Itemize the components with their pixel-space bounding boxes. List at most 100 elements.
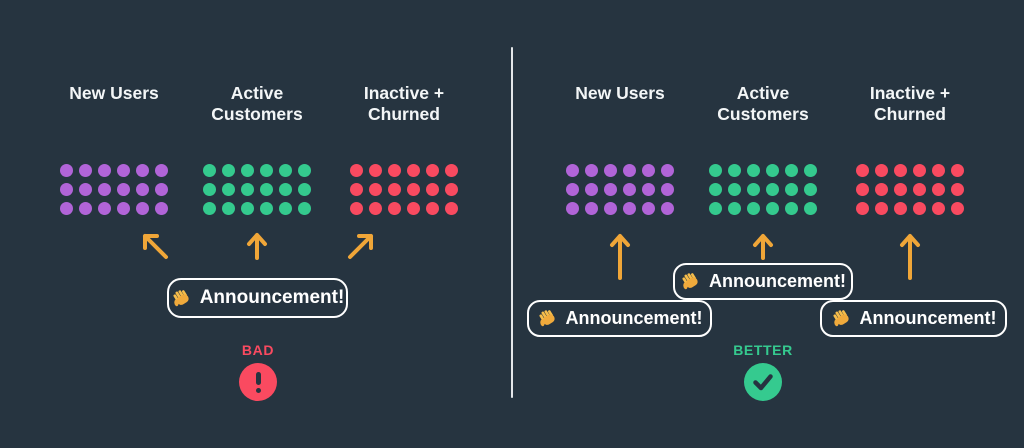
user-dot	[298, 164, 311, 177]
dot-grid-new-users	[566, 164, 674, 215]
bad-approach-panel: New Users Active Customers Inactive + Ch…	[60, 83, 458, 401]
user-dot	[932, 164, 945, 177]
user-dot	[260, 164, 273, 177]
user-dot	[155, 183, 168, 196]
user-dot	[407, 202, 420, 215]
user-dot	[604, 164, 617, 177]
exclamation-circle-icon	[239, 363, 277, 401]
user-dot	[203, 164, 216, 177]
user-dot	[203, 183, 216, 196]
user-dot	[350, 202, 363, 215]
user-dot	[79, 183, 92, 196]
user-dot	[388, 202, 401, 215]
user-dot	[241, 202, 254, 215]
arrow-up-icon	[753, 234, 773, 260]
user-dot	[856, 164, 869, 177]
user-dot	[766, 202, 779, 215]
user-dot	[136, 164, 149, 177]
user-dot	[79, 202, 92, 215]
user-dot	[728, 164, 741, 177]
wave-emoji-icon	[537, 308, 558, 329]
user-dot	[623, 183, 636, 196]
user-dot	[932, 202, 945, 215]
user-dot	[117, 164, 130, 177]
announcement-pill: Announcement!	[167, 278, 348, 318]
user-dot	[747, 183, 760, 196]
user-dot	[785, 202, 798, 215]
user-dot	[642, 183, 655, 196]
group-header-active-customers: Active Customers	[211, 83, 303, 124]
user-dot	[566, 164, 579, 177]
announcement-label: Announcement!	[199, 287, 345, 308]
user-dot	[856, 202, 869, 215]
arrow-up-right-icon	[348, 234, 373, 259]
arrow-up-icon	[247, 233, 267, 260]
user-dot	[388, 183, 401, 196]
user-dot	[241, 183, 254, 196]
user-dot	[804, 183, 817, 196]
user-dot	[856, 183, 869, 196]
user-dot	[222, 164, 235, 177]
announcement-label: Announcement!	[565, 308, 703, 328]
user-dot	[155, 202, 168, 215]
announcement-label: Announcement!	[709, 271, 846, 291]
user-dot	[241, 164, 254, 177]
group-header-inactive-churned: Inactive + Churned	[869, 83, 951, 124]
user-dot	[604, 202, 617, 215]
group-header-inactive-churned: Inactive + Churned	[363, 83, 445, 124]
verdict-bad-label: BAD	[241, 342, 275, 358]
user-dot	[136, 183, 149, 196]
user-dot	[951, 183, 964, 196]
user-dot	[155, 164, 168, 177]
user-dot	[369, 202, 382, 215]
user-dot	[117, 183, 130, 196]
user-dot	[445, 183, 458, 196]
user-dot	[260, 183, 273, 196]
vertical-divider	[511, 47, 513, 398]
user-dot	[98, 164, 111, 177]
user-dot	[566, 183, 579, 196]
user-dot	[804, 202, 817, 215]
user-dot	[894, 164, 907, 177]
user-dot	[369, 183, 382, 196]
user-dot	[785, 164, 798, 177]
user-dot	[350, 164, 363, 177]
user-dot	[426, 164, 439, 177]
user-dot	[766, 183, 779, 196]
user-dot	[623, 202, 636, 215]
user-dot	[98, 202, 111, 215]
user-dot	[445, 202, 458, 215]
wave-emoji-icon	[171, 288, 192, 309]
user-dot	[747, 164, 760, 177]
user-dot	[747, 202, 760, 215]
user-dot	[98, 183, 111, 196]
user-dot	[350, 183, 363, 196]
user-dot	[661, 164, 674, 177]
user-dot	[951, 164, 964, 177]
arrow-up-icon	[900, 234, 920, 280]
user-dot	[279, 202, 292, 215]
user-dot	[60, 202, 73, 215]
user-dot	[279, 164, 292, 177]
announcement-label: Announcement!	[859, 308, 997, 328]
check-circle-icon	[744, 363, 782, 401]
user-dot	[426, 202, 439, 215]
user-dot	[642, 202, 655, 215]
user-dot	[79, 164, 92, 177]
user-dot	[222, 183, 235, 196]
user-dot	[661, 202, 674, 215]
user-dot	[709, 183, 722, 196]
user-dot	[875, 202, 888, 215]
verdict-better-label: BETTER	[733, 342, 793, 358]
announcement-pill-active: Announcement!	[673, 263, 853, 300]
user-dot	[117, 202, 130, 215]
user-dot	[445, 164, 458, 177]
user-dot	[60, 164, 73, 177]
group-header-new-users: New Users	[69, 83, 159, 103]
user-dot	[298, 202, 311, 215]
announcement-pill-new-users: Announcement!	[527, 300, 712, 337]
user-dot	[136, 202, 149, 215]
user-dot	[661, 183, 674, 196]
user-dot	[623, 164, 636, 177]
